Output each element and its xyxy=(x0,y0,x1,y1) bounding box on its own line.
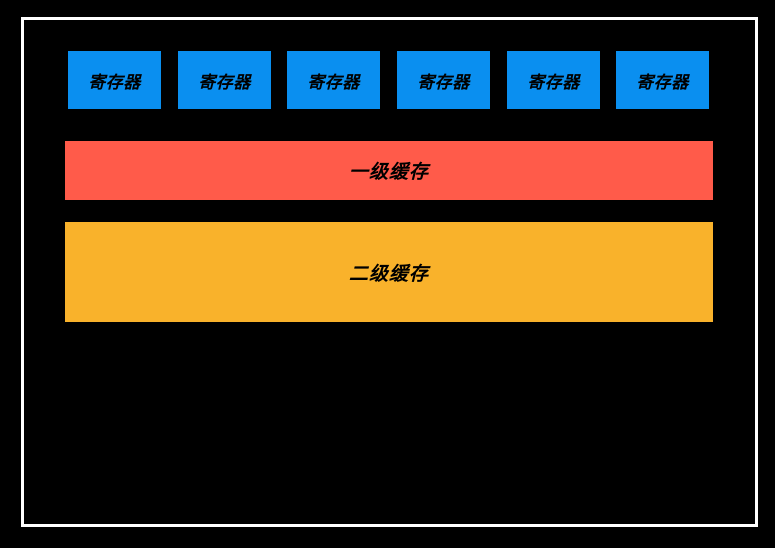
register-box: 寄存器 xyxy=(68,51,161,109)
register-box: 寄存器 xyxy=(616,51,709,109)
register-box: 寄存器 xyxy=(397,51,490,109)
register-box: 寄存器 xyxy=(507,51,600,109)
l1-cache-block: 一级缓存 xyxy=(65,141,713,200)
l2-cache-block: 二级缓存 xyxy=(65,222,713,322)
register-row: 寄存器 寄存器 寄存器 寄存器 寄存器 寄存器 xyxy=(68,51,709,109)
register-box: 寄存器 xyxy=(287,51,380,109)
register-box: 寄存器 xyxy=(178,51,271,109)
